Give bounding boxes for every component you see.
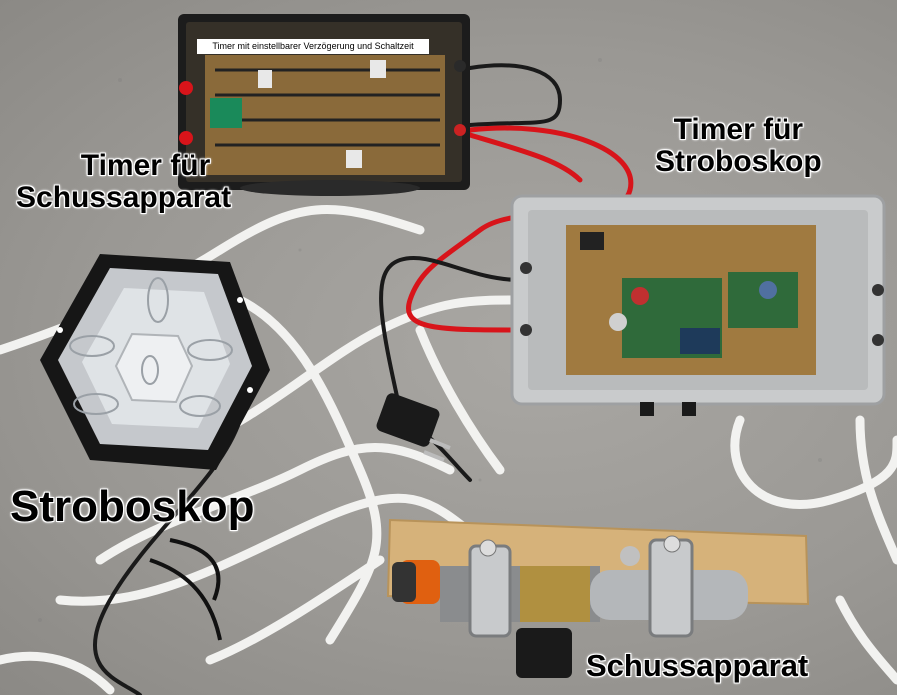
label-stroboskop: Stroboskop [10, 482, 255, 531]
power-board [728, 272, 798, 328]
timer-box-schussapparat [178, 14, 470, 196]
green-capacitor [210, 98, 242, 128]
label-schussapparat: Schussapparat [586, 648, 809, 683]
timer-box-stroboskop [510, 194, 886, 416]
circuit-board [205, 55, 445, 175]
label-timer-stroboskop: Timer für Stroboskop [655, 114, 822, 177]
label-timer-stroboskop-line1: Timer für [673, 113, 804, 146]
red-cables [406, 125, 634, 333]
stroboskop-device [40, 254, 270, 470]
schussapparat-device [386, 518, 810, 678]
connector-block [516, 628, 572, 678]
brass-block [520, 566, 590, 622]
power-plug [376, 393, 451, 462]
label-timer-schussapparat: Timer für Schussapparat [16, 149, 231, 213]
label-timer-schussapparat-line1: Timer für [80, 149, 211, 182]
concrete-floor [38, 58, 822, 622]
label-timer-schussapparat-line2: Schussapparat [16, 180, 232, 214]
timer-box-label: Timer mit einstellbarer Verzögerung und … [197, 39, 429, 54]
test-cable [149, 538, 222, 641]
label-timer-stroboskop-line2: Stroboskop [655, 144, 822, 178]
